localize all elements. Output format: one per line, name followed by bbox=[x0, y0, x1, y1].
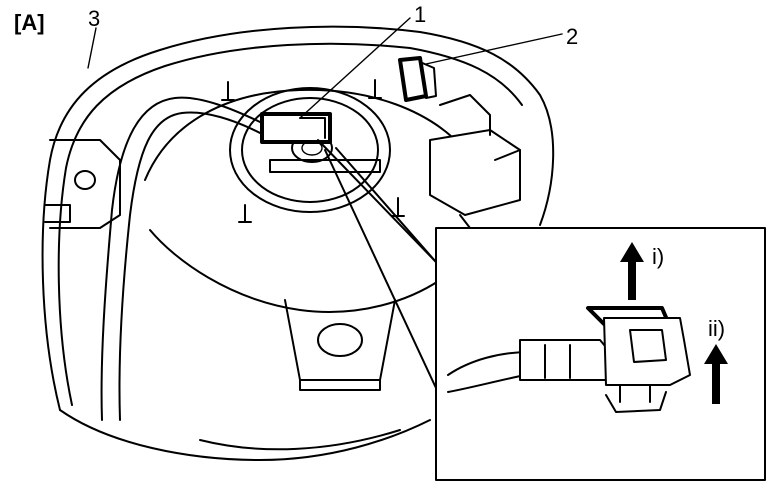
arrow-step-ii bbox=[704, 344, 728, 404]
arrow-step-i bbox=[620, 242, 644, 300]
leader-lines bbox=[87, 17, 563, 119]
figure-label: [A] bbox=[14, 10, 45, 35]
step-ii-label: ii) bbox=[708, 316, 725, 341]
steering-wheel-assembly bbox=[41, 25, 555, 461]
callout-2: 2 bbox=[566, 24, 578, 49]
step-i-label: i) bbox=[652, 244, 664, 269]
callout-1: 1 bbox=[414, 2, 426, 27]
connector-2 bbox=[398, 56, 437, 102]
connector-1 bbox=[260, 112, 332, 144]
magnification-cone bbox=[317, 139, 437, 389]
callout-3: 3 bbox=[88, 6, 100, 31]
